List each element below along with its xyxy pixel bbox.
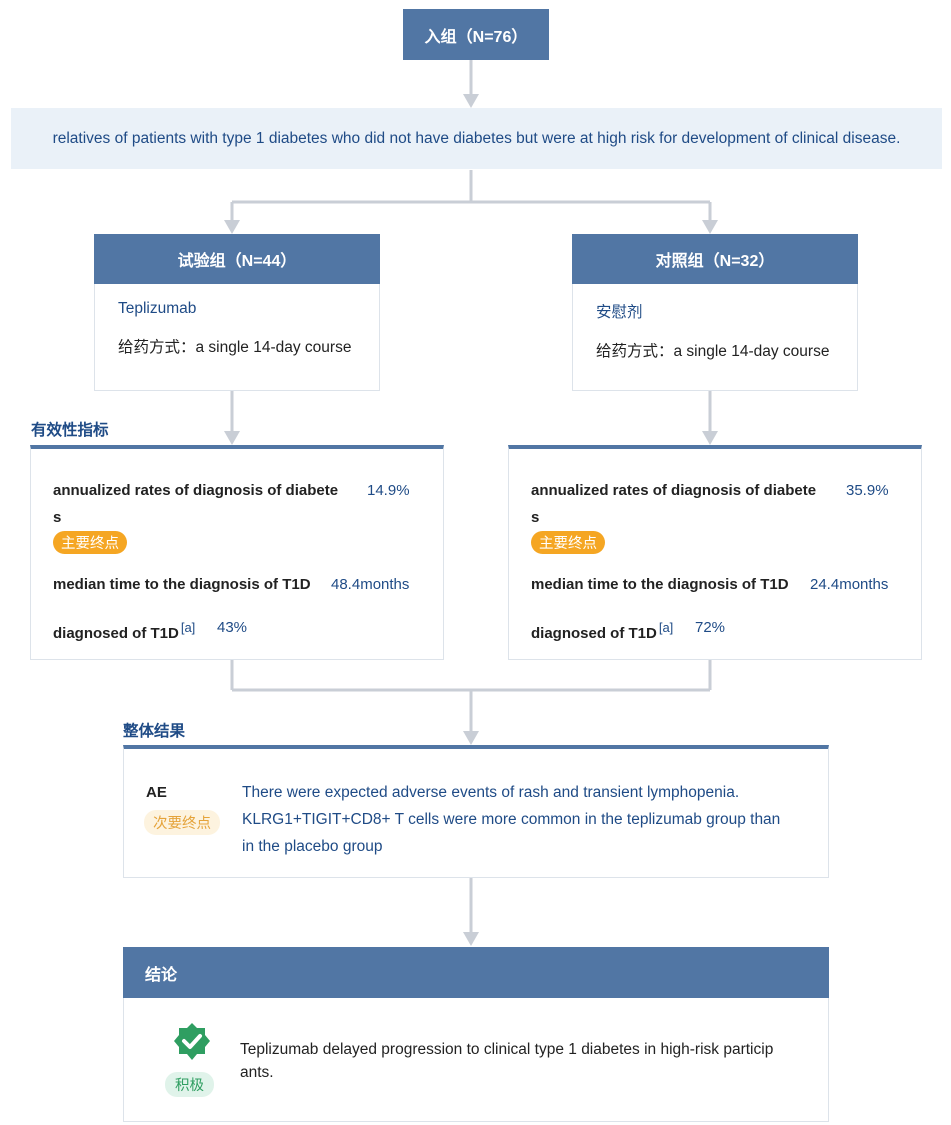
treatment-arm-header: 试验组（N=44） [94,234,380,284]
shield-check-icon [172,1022,212,1062]
treatment-drug: Teplizumab [118,300,197,317]
efficacy-section-label: 有效性指标 [31,422,109,439]
diagnosed-value: 43% [217,619,248,636]
control-route: 给药方式：a single 14-day course [596,343,830,360]
diagnosed-label: diagnosed of T1D[a] [531,620,674,642]
annualized-rate-value: 14.9% [367,482,410,499]
efficacy-card-control: annualized rates of diagnosis of diabete… [508,445,922,660]
enrollment-label: 入组（N=76） [424,28,528,46]
diagnosed-label: diagnosed of T1D[a] [53,620,196,642]
median-time-value: 48.4months [331,576,410,593]
control-drug: 安慰剂 [596,304,643,321]
median-time-label: median time to the diagnosis of T1D [53,576,311,593]
annualized-rate-label: annualized rates of diagnosis of diabete… [53,482,339,526]
conclusion-text: Teplizumab delayed progression to clinic… [240,1041,774,1081]
overall-section-label: 整体结果 [123,723,186,740]
conclusion-header: 结论 [123,947,829,998]
overall-results-card: AE 次要终点 There were expected adverse even… [123,745,829,878]
population-box: relatives of patients with type 1 diabet… [11,108,942,169]
conclusion-title: 结论 [145,966,178,984]
primary-endpoint-badge: 主要终点 [53,531,127,554]
annualized-rate-label: annualized rates of diagnosis of diabete… [531,482,817,526]
median-time-label: median time to the diagnosis of T1D [531,576,789,593]
treatment-arm-title: 试验组（N=44） [177,253,297,270]
secondary-endpoint-badge: 次要终点 [144,810,220,835]
primary-endpoint-badge: 主要终点 [531,531,605,554]
diagnosed-value: 72% [695,619,726,636]
ae-description: There were expected adverse events of ra… [242,784,781,855]
ae-label: AE [146,784,167,801]
efficacy-card-treatment: annualized rates of diagnosis of diabete… [30,445,444,660]
control-arm-header: 对照组（N=32） [572,234,858,284]
footnote-ref[interactable]: [a] [658,620,674,635]
enrollment-box: 入组（N=76） [403,9,549,60]
treatment-route: 给药方式：a single 14-day course [118,339,352,356]
treatment-arm-body: Teplizumab 给药方式：a single 14-day course [94,284,380,391]
annualized-rate-value: 35.9% [846,482,889,499]
median-time-value: 24.4months [810,576,889,593]
positive-badge: 积极 [165,1072,214,1097]
control-arm-body: 安慰剂 给药方式：a single 14-day course [572,284,858,391]
conclusion-body: 积极 Teplizumab delayed progression to cli… [123,998,829,1122]
control-arm-title: 对照组（N=32） [655,253,775,270]
footnote-ref[interactable]: [a] [180,620,196,635]
population-text: relatives of patients with type 1 diabet… [52,129,901,147]
